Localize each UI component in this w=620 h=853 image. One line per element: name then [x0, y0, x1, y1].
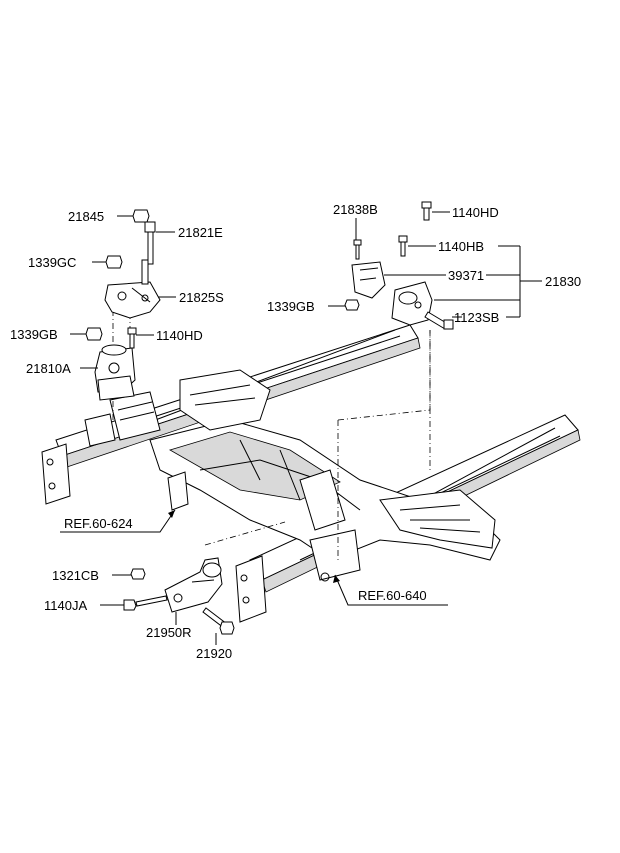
- alignment-lines: [112, 300, 431, 560]
- label-21838b[interactable]: 21838B: [333, 202, 378, 217]
- label-1140hd-left[interactable]: 1140HD: [156, 328, 203, 343]
- label-21821e[interactable]: 21821E: [178, 225, 223, 240]
- label-1140hd-right[interactable]: 1140HD: [452, 205, 499, 220]
- subframe-assembly: [41, 324, 581, 623]
- label-1123sb[interactable]: 1123SB: [454, 310, 499, 325]
- label-1321cb[interactable]: 1321CB: [52, 568, 99, 583]
- label-39371[interactable]: 39371: [448, 268, 484, 283]
- rear-roll-mount: [123, 557, 235, 635]
- ref-60-640[interactable]: REF.60-640: [358, 588, 427, 603]
- label-1339gb-left[interactable]: 1339GB: [10, 327, 58, 342]
- label-1339gc[interactable]: 1339GC: [28, 255, 76, 270]
- leader-lines: [60, 211, 542, 645]
- right-engine-mount: [344, 201, 454, 330]
- label-1140ja[interactable]: 1140JA: [44, 598, 87, 613]
- label-21830[interactable]: 21830: [545, 274, 581, 289]
- label-21920[interactable]: 21920: [196, 646, 232, 661]
- left-engine-mount: [85, 209, 161, 401]
- part-labels: 21845 21821E 1339GC 21825S 1339GB 1140HD…: [10, 202, 581, 661]
- label-21950r[interactable]: 21950R: [146, 625, 192, 640]
- label-1140hb[interactable]: 1140HB: [438, 239, 484, 254]
- label-21825s[interactable]: 21825S: [179, 290, 224, 305]
- ref-60-624[interactable]: REF.60-624: [64, 516, 133, 531]
- label-21810a[interactable]: 21810A: [26, 361, 71, 376]
- label-1339gb-right[interactable]: 1339GB: [267, 299, 315, 314]
- label-21845[interactable]: 21845: [68, 209, 104, 224]
